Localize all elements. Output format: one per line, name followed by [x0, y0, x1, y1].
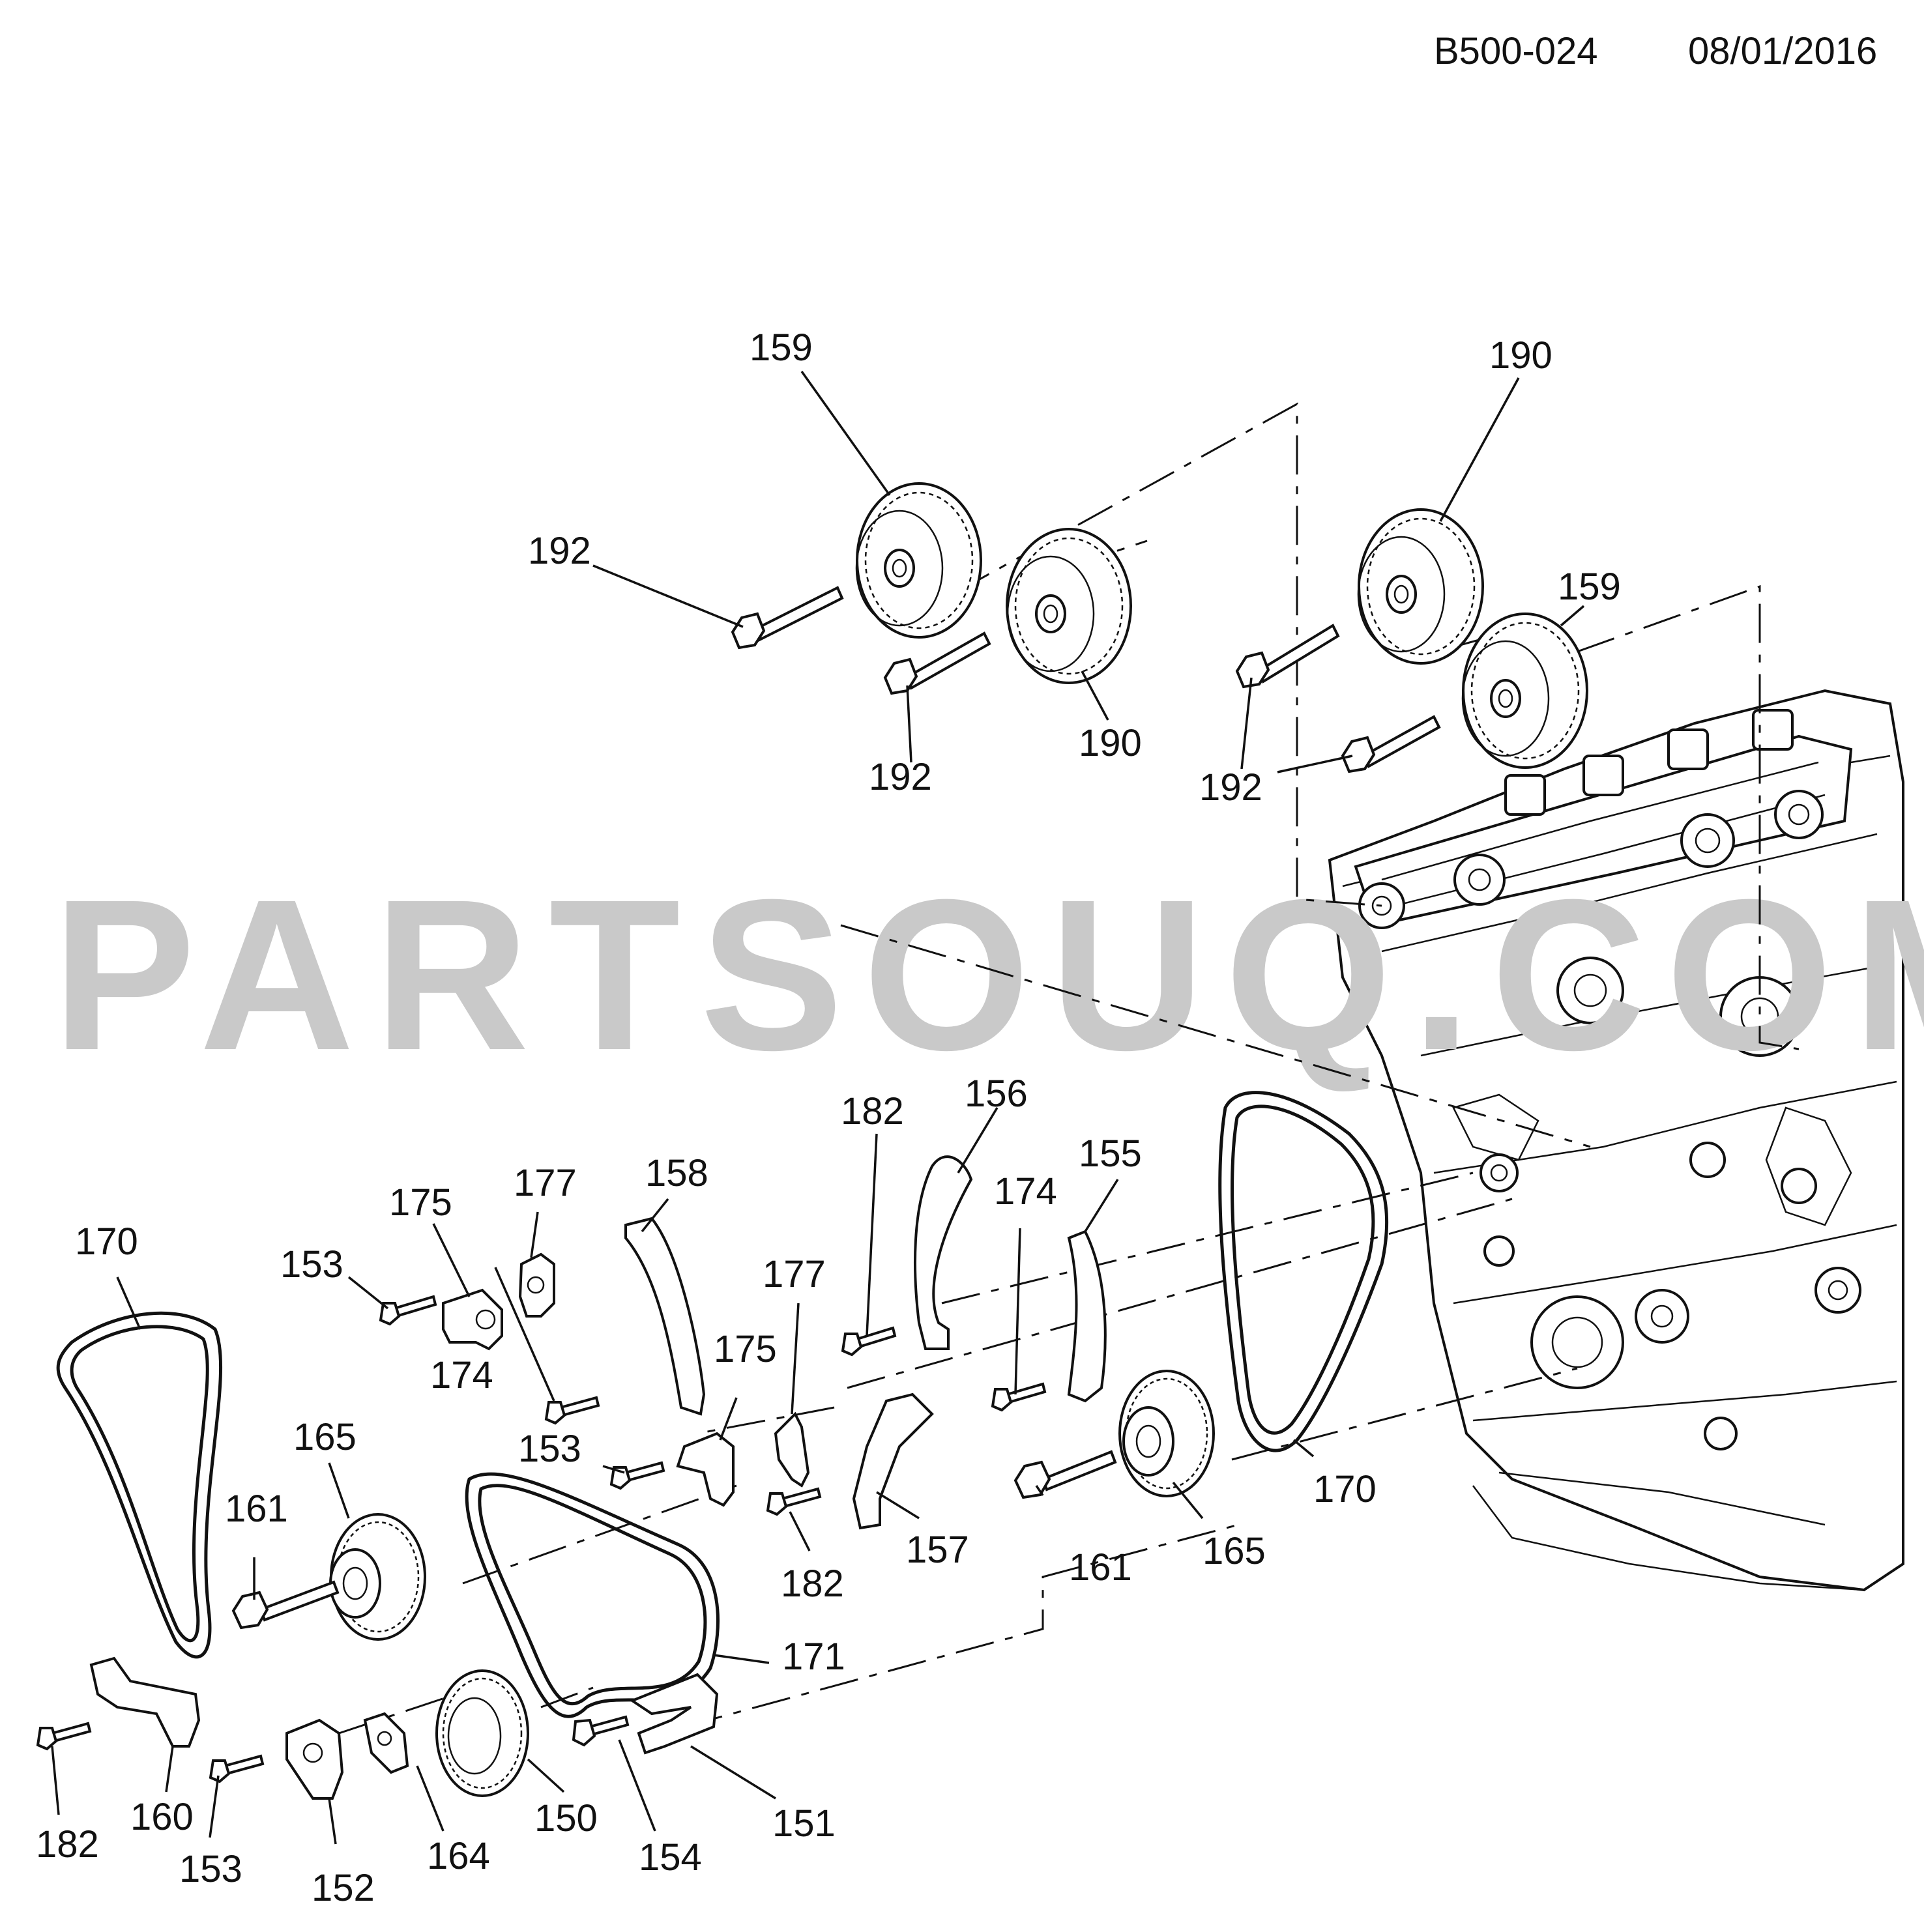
gasket-177-mid — [774, 1411, 810, 1488]
callout-192: 192 — [869, 756, 932, 798]
callout-165: 165 — [1202, 1530, 1266, 1572]
callout-175: 175 — [714, 1328, 777, 1370]
callout-155: 155 — [1079, 1132, 1142, 1175]
bolt-192-d — [1341, 715, 1441, 773]
sprocket-165-left — [329, 1513, 426, 1641]
chain-guide-155 — [1067, 1230, 1107, 1403]
bolt-192-b — [883, 631, 991, 695]
bolt-192-a — [731, 586, 844, 650]
callout-153: 153 — [518, 1428, 581, 1470]
gasket-177-top — [518, 1252, 555, 1318]
callout-161: 161 — [1069, 1546, 1132, 1589]
cam-sprocket-159-right — [1461, 613, 1588, 769]
callout-182: 182 — [36, 1823, 99, 1866]
callout-150: 150 — [534, 1797, 598, 1839]
small-bolts — [36, 1295, 1047, 1783]
callout-177: 177 — [514, 1162, 577, 1204]
callout-154: 154 — [639, 1836, 702, 1879]
callout-190: 190 — [1079, 722, 1142, 764]
timing-chain-171-inner — [478, 1484, 707, 1706]
callout-192: 192 — [1199, 766, 1262, 809]
diagram-date: 08/01/2016 — [1688, 30, 1877, 72]
callout-151: 151 — [772, 1802, 836, 1845]
engine-block — [1328, 689, 1904, 1592]
alignment-lines — [338, 402, 1800, 1735]
chain-guide-158 — [624, 1217, 706, 1416]
callout-161: 161 — [225, 1488, 288, 1530]
diagram-code: B500-024 — [1434, 30, 1598, 72]
callout-177: 177 — [763, 1253, 826, 1295]
chain-tensioner-151 — [629, 1673, 719, 1755]
callout-156: 156 — [965, 1073, 1028, 1115]
callout-153: 153 — [179, 1848, 242, 1890]
callout-174: 174 — [430, 1354, 493, 1396]
callout-170: 170 — [75, 1220, 138, 1263]
sprocket-165-right — [1118, 1370, 1215, 1497]
callout-171: 171 — [782, 1636, 845, 1678]
tensioner-175-top — [442, 1288, 503, 1351]
callout-192: 192 — [528, 530, 591, 572]
tensioner-152 — [285, 1718, 344, 1800]
callout-157: 157 — [906, 1529, 969, 1571]
chain-guide-160 — [89, 1656, 201, 1748]
watermark: PARTSOUQ.COM — [52, 854, 1924, 1095]
callout-159: 159 — [1558, 566, 1621, 608]
callout-175: 175 — [389, 1181, 452, 1224]
callout-165: 165 — [293, 1416, 357, 1458]
callout-182: 182 — [841, 1090, 904, 1132]
callout-174: 174 — [994, 1170, 1057, 1213]
timing-chain-170-right-inner — [1231, 1104, 1375, 1435]
timing-chain-170-right — [1218, 1091, 1389, 1452]
callout-158: 158 — [645, 1152, 708, 1194]
callout-170: 170 — [1313, 1468, 1377, 1510]
bolt-192-c — [1235, 624, 1340, 689]
cam-sprocket-190-right — [1357, 508, 1484, 665]
callout-152: 152 — [312, 1867, 375, 1909]
cam-sprocket-159-left — [855, 482, 982, 639]
callout-153: 153 — [280, 1243, 343, 1286]
timing-chain-170-left-inner — [70, 1325, 209, 1643]
leader-lines — [51, 370, 1585, 1845]
chain-guide-156 — [914, 1155, 973, 1350]
bolt-161-left — [231, 1580, 340, 1630]
bolt-161-right — [1013, 1450, 1117, 1499]
callout-labels: 159 192 192 190 190 159 192 182 156 155 … — [36, 326, 1621, 1909]
callout-164: 164 — [427, 1835, 490, 1877]
callout-190: 190 — [1489, 334, 1552, 377]
gasket-164 — [363, 1712, 409, 1774]
callout-159: 159 — [750, 326, 813, 369]
sprocket-150 — [435, 1669, 529, 1797]
callout-160: 160 — [130, 1796, 194, 1838]
tensioner-175-mid — [676, 1432, 735, 1507]
callout-182: 182 — [781, 1563, 844, 1605]
cam-sprocket-190-left — [1006, 528, 1132, 684]
chain-guide-157 — [852, 1392, 934, 1530]
timing-chain-170-left — [56, 1311, 223, 1659]
